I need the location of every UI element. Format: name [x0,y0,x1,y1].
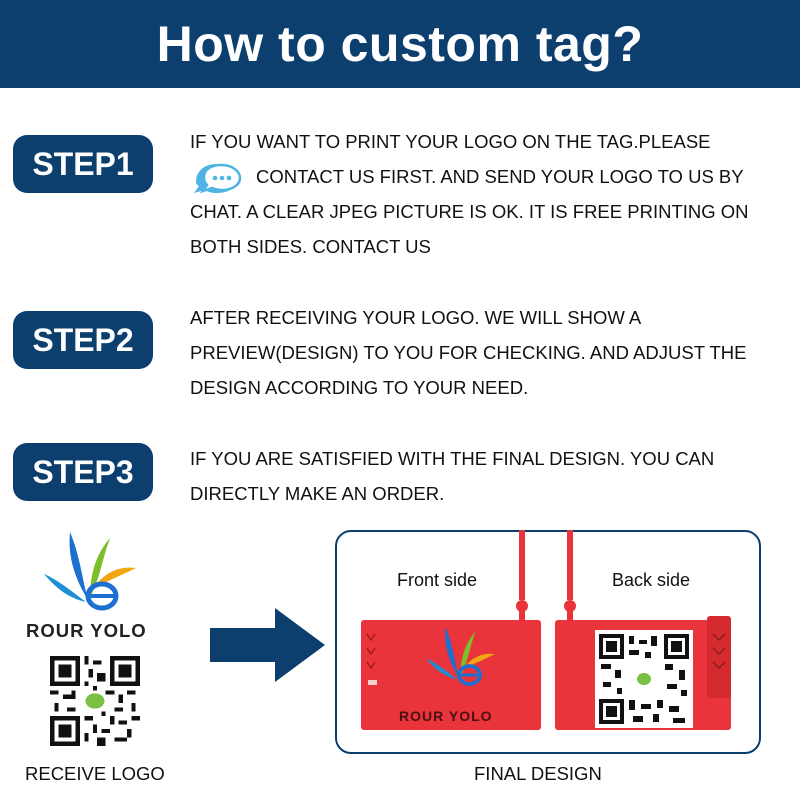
back-tag-image [555,530,731,730]
step1-line2-wrap: CONTACT US FIRST. AND SEND YOUR LOGO TO … [190,159,775,194]
step1-text: IF YOU WANT TO PRINT YOUR LOGO ON THE TA… [190,124,775,264]
step2-line3: DESIGN ACCORDING TO YOUR NEED. [190,377,529,398]
step1-line2: CONTACT US FIRST. AND SEND YOUR LOGO TO … [256,166,744,187]
step1-line3: CHAT. A CLEAR JPEG PICTURE IS OK. IT IS … [190,201,749,222]
step1-line1: IF YOU WANT TO PRINT YOUR LOGO ON THE TA… [190,131,711,152]
receive-logo-caption: RECEIVE LOGO [25,763,165,784]
step3-badge: STEP3 [13,443,153,501]
front-tag-image [361,530,541,730]
receive-logo-section: ROUR YOLO [22,528,192,798]
step2-line1: AFTER RECEIVING YOUR LOGO. WE WILL SHOW … [190,307,642,328]
page-header: How to custom tag? [0,0,800,88]
final-design-caption: FINAL DESIGN [474,763,602,784]
step1-line4: BOTH SIDES. CONTACT US [190,236,431,257]
step2-line2: PREVIEW(DESIGN) TO YOU FOR CHECKING. AND… [190,342,747,363]
step2-text: AFTER RECEIVING YOUR LOGO. WE WILL SHOW … [190,300,775,405]
front-tag-print: ROUR YOLO [399,708,493,724]
right-arrow-icon [210,608,325,682]
step3-line1: IF YOU ARE SATISFIED WITH THE FINAL DESI… [190,448,715,469]
step3-text: IF YOU ARE SATISFIED WITH THE FINAL DESI… [190,441,775,511]
back-side-label: Back side [612,570,691,590]
qr-code-icon [50,656,140,746]
front-side-label: Front side [397,570,478,590]
chat-bubble-icon[interactable] [190,160,248,194]
final-design-panel: Front side Back side ROUR YOLO [335,530,761,754]
brand-name: ROUR YOLO [26,620,147,641]
brand-logo-icon [44,532,136,611]
step3-line2: DIRECTLY MAKE AN ORDER. [190,483,445,504]
page-title: How to custom tag? [156,16,644,72]
step2-badge: STEP2 [13,311,153,369]
step1-badge: STEP1 [13,135,153,193]
